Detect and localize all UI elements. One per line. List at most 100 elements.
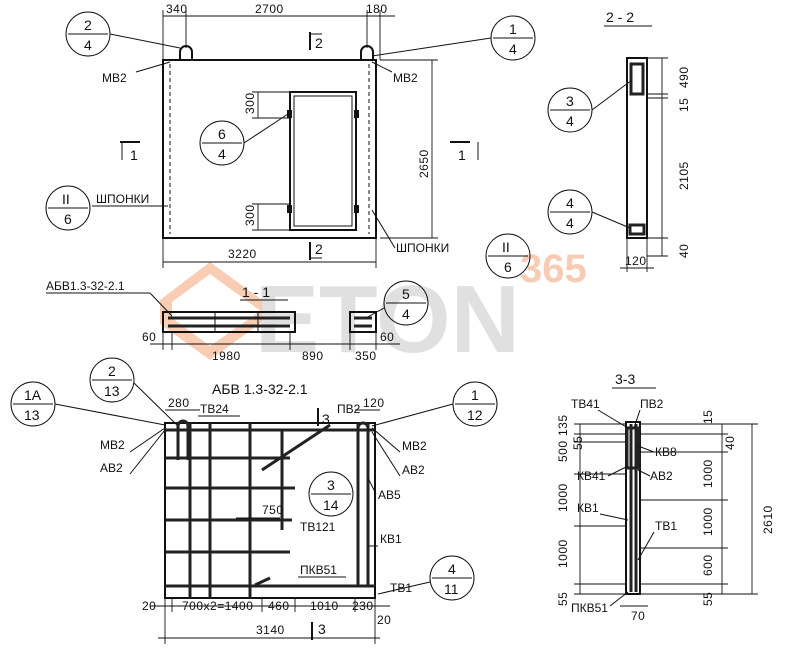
svg-text:12: 12	[467, 407, 483, 423]
dim-2105: 2105	[677, 161, 691, 190]
dim-1000-r1: 1000	[701, 459, 715, 488]
dim-15: 15	[677, 98, 691, 112]
label-av5: АВ5	[378, 488, 401, 502]
section-1-1-title: 1 - 1	[242, 284, 270, 300]
dim-2700: 2700	[255, 2, 284, 16]
dim-2650: 2650	[417, 149, 431, 178]
dim-500: 500	[556, 440, 570, 462]
label-tv24: ТВ24	[200, 402, 229, 416]
dim-340: 340	[166, 2, 188, 16]
svg-text:II: II	[502, 239, 510, 255]
dim-120-plan: 120	[363, 396, 385, 410]
watermark-number: 365	[520, 247, 587, 291]
dim-20-left: 20	[142, 599, 156, 613]
callout-3-14: 3 14	[308, 471, 354, 517]
dim-2610: 2610	[761, 505, 775, 534]
label-shponki-right: ШПОНКИ	[396, 241, 449, 255]
dim-15-r: 15	[701, 410, 715, 424]
svg-text:11: 11	[444, 581, 459, 597]
watermark-logo-icon	[160, 262, 262, 360]
svg-text:6: 6	[64, 211, 72, 227]
section-1-1-part-left	[162, 311, 296, 333]
dim-1000-l1: 1000	[556, 483, 570, 512]
label-tv1-33: ТВ1	[655, 519, 677, 533]
label-pkv51-33: ПКВ51	[571, 601, 608, 615]
dim-300-bottom: 300	[243, 204, 257, 226]
svg-text:3: 3	[327, 477, 335, 493]
section-mark-1-left: 1	[130, 147, 138, 163]
dim-890: 890	[302, 349, 324, 363]
label-shponki-left: ШПОНКИ	[96, 192, 149, 206]
svg-text:4: 4	[84, 37, 92, 53]
section-3-3-top-detail	[625, 426, 641, 470]
section-mark-1-right: 1	[458, 147, 466, 163]
callout-2-13: 2 13	[89, 357, 179, 427]
label-av2-right-plan: АВ2	[402, 463, 425, 477]
label-tv1-plan: ТВ1	[390, 581, 412, 595]
lifting-loop-right	[360, 45, 374, 60]
hinge-3	[354, 110, 359, 118]
svg-text:4: 4	[448, 561, 456, 577]
dim-70: 70	[631, 609, 645, 623]
dim-3140: 3140	[256, 623, 285, 637]
label-mv2-right-plan: МВ2	[402, 439, 427, 453]
dim-350: 350	[355, 349, 377, 363]
reinforcement-frame	[164, 422, 376, 599]
hinge-4	[354, 205, 359, 213]
callout-5-4: 5 4	[365, 280, 429, 326]
door-opening	[289, 91, 357, 231]
label-kv8: КВ8	[655, 445, 677, 459]
callout-II-6-left: II 6	[45, 185, 91, 231]
dim-180: 180	[366, 2, 388, 16]
dim-1000-l2: 1000	[556, 539, 570, 568]
label-kv1-plan: КВ1	[380, 532, 402, 546]
section-3-3-title: 3-3	[615, 371, 635, 387]
svg-text:2: 2	[84, 17, 92, 33]
callout-4-4: 4 4	[547, 189, 631, 235]
callout-1-12: 1 12	[371, 381, 498, 427]
section-2-2: 2 - 2 490 15 2105 40 120 3 4	[547, 9, 691, 272]
dim-55-top: 55	[571, 436, 585, 450]
section-2-2-title: 2 - 2	[606, 9, 634, 25]
section-2-2-bottom-detail	[628, 223, 646, 236]
section-mark-2-top: 2	[315, 35, 323, 51]
dim-120: 120	[625, 254, 647, 268]
svg-text:13: 13	[104, 383, 120, 399]
svg-text:5: 5	[402, 286, 410, 302]
callout-2-4: 2 4	[65, 11, 181, 57]
svg-text:13: 13	[24, 407, 40, 423]
callout-4-11: 4 11	[429, 555, 475, 601]
reinforcement-title: АБВ 1.3-32-2.1	[212, 381, 308, 397]
dim-1980: 1980	[212, 349, 241, 363]
label-pv2-plan: ПВ2	[337, 402, 361, 416]
section-2-2-outline	[626, 57, 648, 239]
label-pkv51: ПКВ51	[300, 563, 337, 577]
label-pv2-33: ПВ2	[640, 397, 664, 411]
dim-3220: 3220	[228, 247, 257, 261]
dim-750: 750	[262, 503, 284, 517]
hinge-1	[287, 110, 292, 118]
panel-outline	[162, 59, 377, 239]
label-mv2-right: МВ2	[393, 71, 418, 85]
svg-text:II: II	[62, 191, 70, 207]
section-1-1: 1 - 1 АБВ1.3-32-2.1 60 1980 890 350 60 5…	[46, 279, 429, 363]
svg-text:4: 4	[566, 113, 574, 129]
hinge-2	[287, 205, 292, 213]
lifting-loop-left	[179, 45, 193, 60]
svg-text:4: 4	[218, 146, 226, 162]
svg-text:2: 2	[108, 363, 116, 379]
dim-55-r: 55	[701, 592, 715, 606]
section-mark-3-top: 3	[322, 411, 330, 427]
label-tv41: ТВ41	[571, 397, 600, 411]
label-tv121: ТВ121	[300, 520, 336, 534]
label-av2-left-plan: АВ2	[100, 461, 123, 475]
callout-3-4: 3 4	[547, 79, 633, 133]
dim-55-bottom: 55	[556, 592, 570, 606]
svg-text:6: 6	[218, 126, 226, 142]
dim-600: 600	[701, 554, 715, 576]
dim-60-left: 60	[142, 330, 156, 344]
watermark: ETON 365	[160, 247, 587, 373]
callout-1-4: 1 4	[371, 15, 536, 61]
section-3-3: 3-3 135 55 500 1000 1000 55 15 40 1000 1…	[556, 371, 775, 623]
